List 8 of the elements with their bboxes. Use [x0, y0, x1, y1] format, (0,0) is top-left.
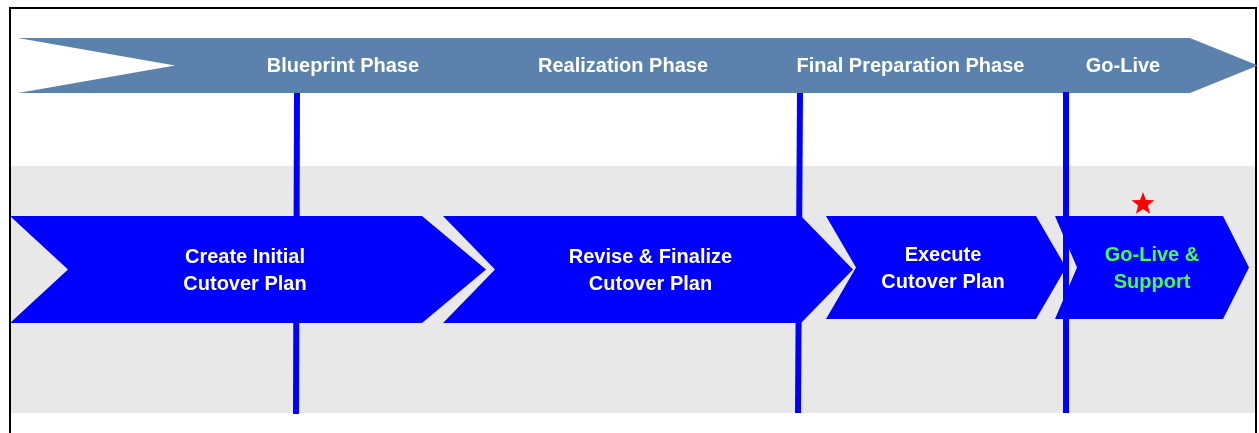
phase-label: Final Preparation Phase — [795, 53, 1026, 78]
step-label: Go-Live & Support — [1103, 241, 1201, 294]
step-label: Revise & Finalize Cutover Plan — [567, 243, 734, 296]
phase-label: Realization Phase — [536, 53, 710, 78]
phase-label: Blueprint Phase — [265, 53, 421, 78]
phase-label: Go-Live — [1084, 53, 1162, 78]
step-label: Create Initial Cutover Plan — [182, 243, 308, 296]
step-label: Execute Cutover Plan — [880, 241, 1006, 294]
